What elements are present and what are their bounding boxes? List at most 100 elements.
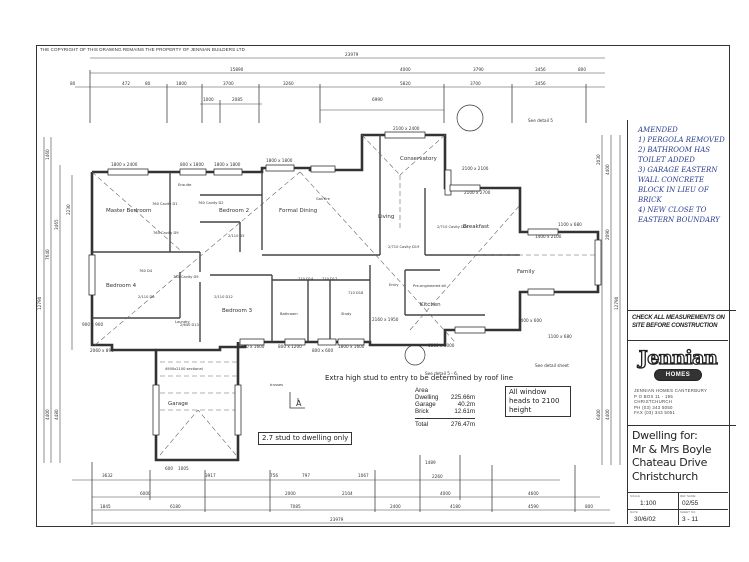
svg-text:1400 x 600: 1400 x 600 [518, 318, 542, 323]
svg-text:2260: 2260 [432, 474, 443, 479]
svg-text:3456: 3456 [535, 81, 546, 86]
svg-text:2000: 2000 [285, 491, 296, 496]
svg-text:472: 472 [122, 81, 130, 86]
svg-text:2230: 2230 [66, 204, 71, 215]
svg-text:1100 x 680: 1100 x 680 [558, 222, 582, 227]
client-details: Dwelling for: Mr & Mrs Boyle Chateau Dri… [628, 425, 736, 494]
svg-text:1489: 1489 [425, 460, 436, 465]
svg-text:2/640 D13: 2/640 D13 [180, 323, 199, 327]
svg-text:Pre-engineered sill: Pre-engineered sill [413, 284, 446, 288]
svg-text:4400: 4400 [45, 409, 50, 420]
svg-text:See detail sheet: See detail sheet [535, 363, 569, 368]
svg-text:7640: 7640 [45, 249, 50, 260]
svg-text:2/110 D12: 2/110 D12 [214, 295, 233, 299]
stud-height-note: 2.7 stud to dwelling only [258, 432, 353, 445]
svg-text:4400: 4400 [605, 409, 610, 420]
svg-text:2060 x 890: 2060 x 890 [90, 348, 114, 353]
svg-text:797: 797 [302, 473, 310, 478]
svg-text:23979: 23979 [330, 517, 344, 522]
svg-text:7085: 7085 [290, 504, 301, 509]
svg-text:4000: 4000 [400, 67, 411, 72]
svg-text:4400: 4400 [605, 164, 610, 175]
company-block: Jennian HOMES JENNIAN HOMES CANTERBURY P… [628, 340, 728, 426]
svg-text:See detail 5 - 6: See detail 5 - 6 [425, 371, 457, 376]
svg-text:Kitchen: Kitchen [420, 302, 441, 308]
svg-text:3790: 3790 [473, 67, 484, 72]
svg-text:1800 x 1800: 1800 x 1800 [266, 158, 293, 163]
svg-text:3456: 3456 [535, 67, 546, 72]
check-measurements-notice: CHECK ALL MEASUREMENTS ON SITE BEFORE CO… [628, 310, 736, 339]
svg-text:2100 x 2700: 2100 x 2700 [464, 190, 491, 195]
svg-text:Bedroom 4: Bedroom 4 [106, 283, 137, 289]
svg-text:3632: 3632 [102, 473, 113, 478]
svg-text:1845: 1845 [100, 504, 111, 509]
svg-text:710 D14: 710 D14 [298, 277, 314, 281]
svg-text:2100 x 2100: 2100 x 2100 [462, 166, 489, 171]
svg-text:Bedroom 3: Bedroom 3 [222, 308, 253, 314]
svg-text:2/110 D5: 2/110 D5 [228, 234, 245, 238]
svg-text:4180: 4180 [450, 504, 461, 509]
svg-text:4600: 4600 [528, 491, 539, 496]
amendment-notes: AMENDED 1) PERGOLA REMOVED 2) BATHROOM H… [638, 126, 725, 224]
svg-text:4900x2100 sectional: 4900x2100 sectional [165, 367, 203, 371]
svg-text:Family: Family [517, 269, 535, 275]
svg-text:Ensuite: Ensuite [178, 183, 192, 187]
svg-text:710 D18: 710 D18 [348, 291, 364, 295]
svg-text:2104: 2104 [342, 491, 353, 496]
svg-text:4480: 4480 [54, 409, 59, 420]
svg-text:Formal Dining: Formal Dining [279, 208, 317, 214]
svg-text:6990: 6990 [372, 97, 383, 102]
svg-text:600: 600 [165, 466, 173, 471]
svg-text:3700: 3700 [223, 81, 234, 86]
company-address: JENNIAN HOMES CANTERBURY P O BOX 11 - 19… [634, 388, 708, 416]
svg-text:900 x 900: 900 x 900 [82, 322, 103, 327]
svg-text:Living: Living [378, 214, 394, 220]
svg-text:800: 800 [585, 504, 593, 509]
svg-text:2085: 2085 [232, 97, 243, 102]
svg-text:800: 800 [578, 67, 586, 72]
svg-text:756: 756 [270, 473, 278, 478]
svg-text:1400 x 2100: 1400 x 2100 [535, 234, 562, 239]
svg-text:2030: 2030 [596, 154, 601, 165]
svg-text:Laundry: Laundry [175, 320, 191, 324]
svg-text:12790: 12790 [37, 296, 42, 310]
svg-text:800 x 1800: 800 x 1800 [180, 162, 204, 167]
svg-text:1800 x 1600: 1800 x 1600 [338, 344, 365, 349]
svg-text:Master Bedroom: Master Bedroom [106, 208, 151, 214]
svg-text:See detail 5: See detail 5 [528, 118, 553, 123]
svg-text:3465: 3465 [54, 219, 59, 230]
svg-text:6000: 6000 [140, 491, 151, 496]
svg-text:1800: 1800 [176, 81, 187, 86]
svg-text:12790: 12790 [614, 296, 619, 310]
svg-text:4590: 4590 [528, 504, 539, 509]
svg-text:15890: 15890 [230, 67, 244, 72]
svg-text:1800 x 1600: 1800 x 1600 [238, 344, 265, 349]
svg-text:Garage: Garage [168, 401, 189, 407]
stud-note: Extra high stud to entry to be determine… [325, 374, 514, 382]
copyright-notice: THE COPYRIGHT OF THIS DRAWING REMAINS TH… [40, 47, 246, 52]
svg-text:760 Cavity D2: 760 Cavity D2 [198, 201, 224, 205]
drawing-sheet-border [36, 45, 730, 527]
svg-text:6400: 6400 [596, 409, 601, 420]
svg-text:3917: 3917 [205, 473, 216, 478]
svg-text:1800 x 1800: 1800 x 1800 [214, 162, 241, 167]
svg-text:710 D17: 710 D17 [322, 277, 337, 281]
svg-text:2100 x 2400: 2100 x 2400 [393, 126, 420, 131]
svg-text:80: 80 [145, 81, 151, 86]
svg-text:800 x 600: 800 x 600 [312, 348, 333, 353]
svg-text:760 Cavity D9: 760 Cavity D9 [173, 275, 199, 279]
svg-text:760 Cavity D9: 760 Cavity D9 [153, 231, 179, 235]
svg-text:Bathroom: Bathroom [280, 312, 298, 316]
svg-text:1000: 1000 [203, 97, 214, 102]
svg-text:Conservatory: Conservatory [400, 156, 438, 162]
